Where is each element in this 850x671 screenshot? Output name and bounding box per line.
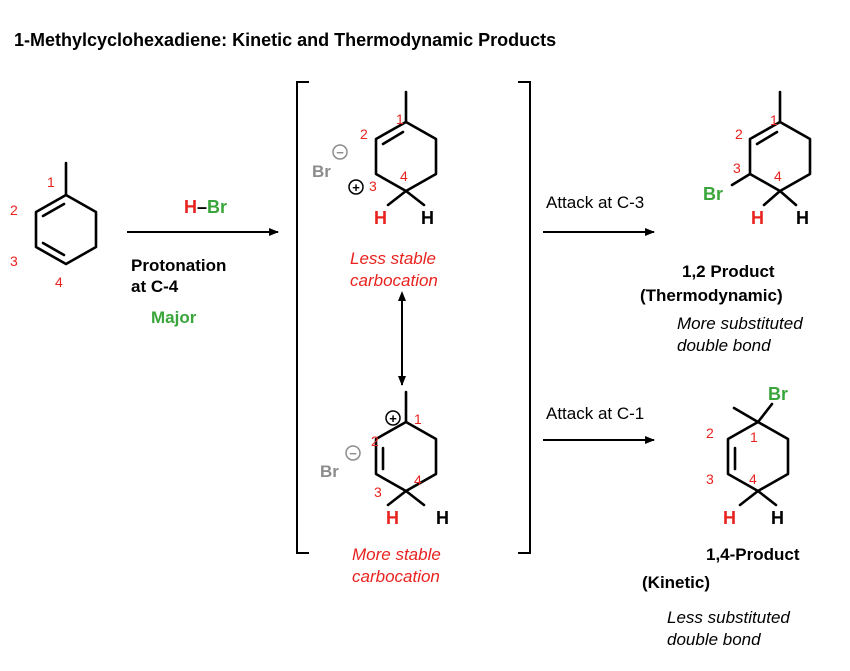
minus-sign: − — [336, 145, 344, 160]
ring-bonds — [374, 420, 438, 493]
reagent-dash: – — [197, 197, 207, 217]
product-thermodynamic: 1 2 3 4 Br H H 1,2 Product (Thermodynami… — [640, 90, 812, 355]
protonation-label: Protonation — [131, 256, 226, 275]
minus-charge-icon — [345, 445, 361, 461]
atom-number-4: 4 — [55, 274, 63, 290]
double-bond-c1-c2 — [755, 130, 779, 146]
atom-number-1: 1 — [396, 111, 404, 127]
major-label: Major — [151, 308, 197, 327]
atom-number-3: 3 — [733, 160, 741, 176]
intermediate-less-stable: 1 2 3 4 + H H Br − Less stable carbocati… — [312, 90, 438, 290]
plus-charge-icon — [348, 179, 364, 195]
plus-sign: + — [389, 411, 397, 426]
hydrogen-black: H — [771, 508, 784, 528]
hydrogen-red: H — [723, 508, 736, 528]
bond-c1-br — [756, 402, 774, 424]
reagent-h: H — [184, 197, 197, 217]
bond-c4-h-right — [404, 189, 426, 207]
methyl-bond — [732, 406, 760, 424]
hydrogen-black: H — [796, 208, 809, 228]
hydrogen-black: H — [436, 508, 449, 528]
atom-number-4: 4 — [400, 168, 408, 184]
reagent-hbr: H–Br — [184, 197, 227, 217]
bond-c4-h-left — [386, 189, 408, 207]
attack-c3-label: Attack at C-3 — [546, 193, 644, 212]
bond-c4-h-left — [386, 489, 408, 507]
left-bracket — [296, 81, 309, 554]
atom-number-2: 2 — [360, 126, 368, 142]
less-stable-note-line2: carbocation — [350, 271, 438, 290]
hydrogen-red: H — [374, 208, 387, 228]
step1-arrow-group: H–Br Protonation at C-4 Major — [127, 197, 279, 327]
atom-number-4: 4 — [414, 472, 422, 488]
plus-sign: + — [352, 180, 360, 195]
product-name-14: 1,4-Product — [706, 545, 800, 564]
atom-number-3: 3 — [369, 178, 377, 194]
bromide-ion: Br — [312, 162, 331, 181]
protonation-position-label: at C-4 — [131, 277, 179, 296]
right-bracket — [518, 81, 531, 554]
product-type-kinetic: (Kinetic) — [642, 573, 710, 592]
attack-c1-label: Attack at C-1 — [546, 404, 644, 423]
hydrogen-red: H — [386, 508, 399, 528]
bond-c4-h-left — [762, 189, 782, 207]
product-type-thermodynamic: (Thermodynamic) — [640, 286, 783, 305]
atom-number-4: 4 — [749, 471, 757, 487]
intermediate-more-stable: + 1 2 3 4 H H Br − More stable carbocati… — [320, 390, 449, 586]
bond-c4-h-right — [756, 489, 778, 507]
plus-charge-icon — [385, 410, 401, 426]
atom-number-3: 3 — [10, 253, 18, 269]
ring-bonds — [726, 420, 790, 493]
bond-c3-br — [730, 172, 752, 187]
atom-number-3: 3 — [374, 484, 382, 500]
bromine-atom: Br — [703, 184, 723, 204]
atom-number-2: 2 — [371, 433, 379, 449]
ring-bonds — [34, 193, 98, 266]
double-bond-c1-c2 — [41, 202, 66, 218]
reagent-br: Br — [207, 197, 227, 217]
starting-material: 1 2 3 4 — [10, 161, 98, 290]
atom-number-2: 2 — [10, 202, 18, 218]
product-name-12: 1,2 Product — [682, 262, 775, 281]
atom-number-1: 1 — [750, 429, 758, 445]
diagram-title: 1-Methylcyclohexadiene: Kinetic and Ther… — [14, 30, 556, 50]
less-substituted-note-line1: Less substituted — [667, 608, 790, 627]
product-kinetic: Br 1 2 3 4 H H 1,4-Product (Kinetic) Les… — [642, 384, 800, 649]
atom-number-3: 3 — [706, 471, 714, 487]
atom-number-1: 1 — [770, 112, 778, 128]
atom-number-1: 1 — [47, 174, 55, 190]
bond-c4-h-right — [404, 489, 426, 507]
more-substituted-note-line1: More substituted — [677, 314, 803, 333]
atom-number-4: 4 — [774, 168, 782, 184]
more-stable-note-line1: More stable — [352, 545, 441, 564]
double-bond-c1-c2 — [381, 130, 405, 146]
atom-number-2: 2 — [735, 126, 743, 142]
minus-sign: − — [349, 446, 357, 461]
bromine-atom: Br — [768, 384, 788, 404]
hydrogen-black: H — [421, 208, 434, 228]
less-substituted-note-line2: double bond — [667, 630, 761, 649]
less-stable-note-line1: Less stable — [350, 249, 436, 268]
atom-number-1: 1 — [414, 411, 422, 427]
bromide-ion: Br — [320, 462, 339, 481]
more-stable-note-line2: carbocation — [352, 567, 440, 586]
bond-c4-h-right — [778, 189, 798, 207]
minus-charge-icon — [332, 144, 348, 160]
bond-c4-h-left — [738, 489, 760, 507]
double-bond-c3-c4 — [41, 241, 66, 257]
more-substituted-note-line2: double bond — [677, 336, 771, 355]
atom-number-2: 2 — [706, 425, 714, 441]
hydrogen-red: H — [751, 208, 764, 228]
